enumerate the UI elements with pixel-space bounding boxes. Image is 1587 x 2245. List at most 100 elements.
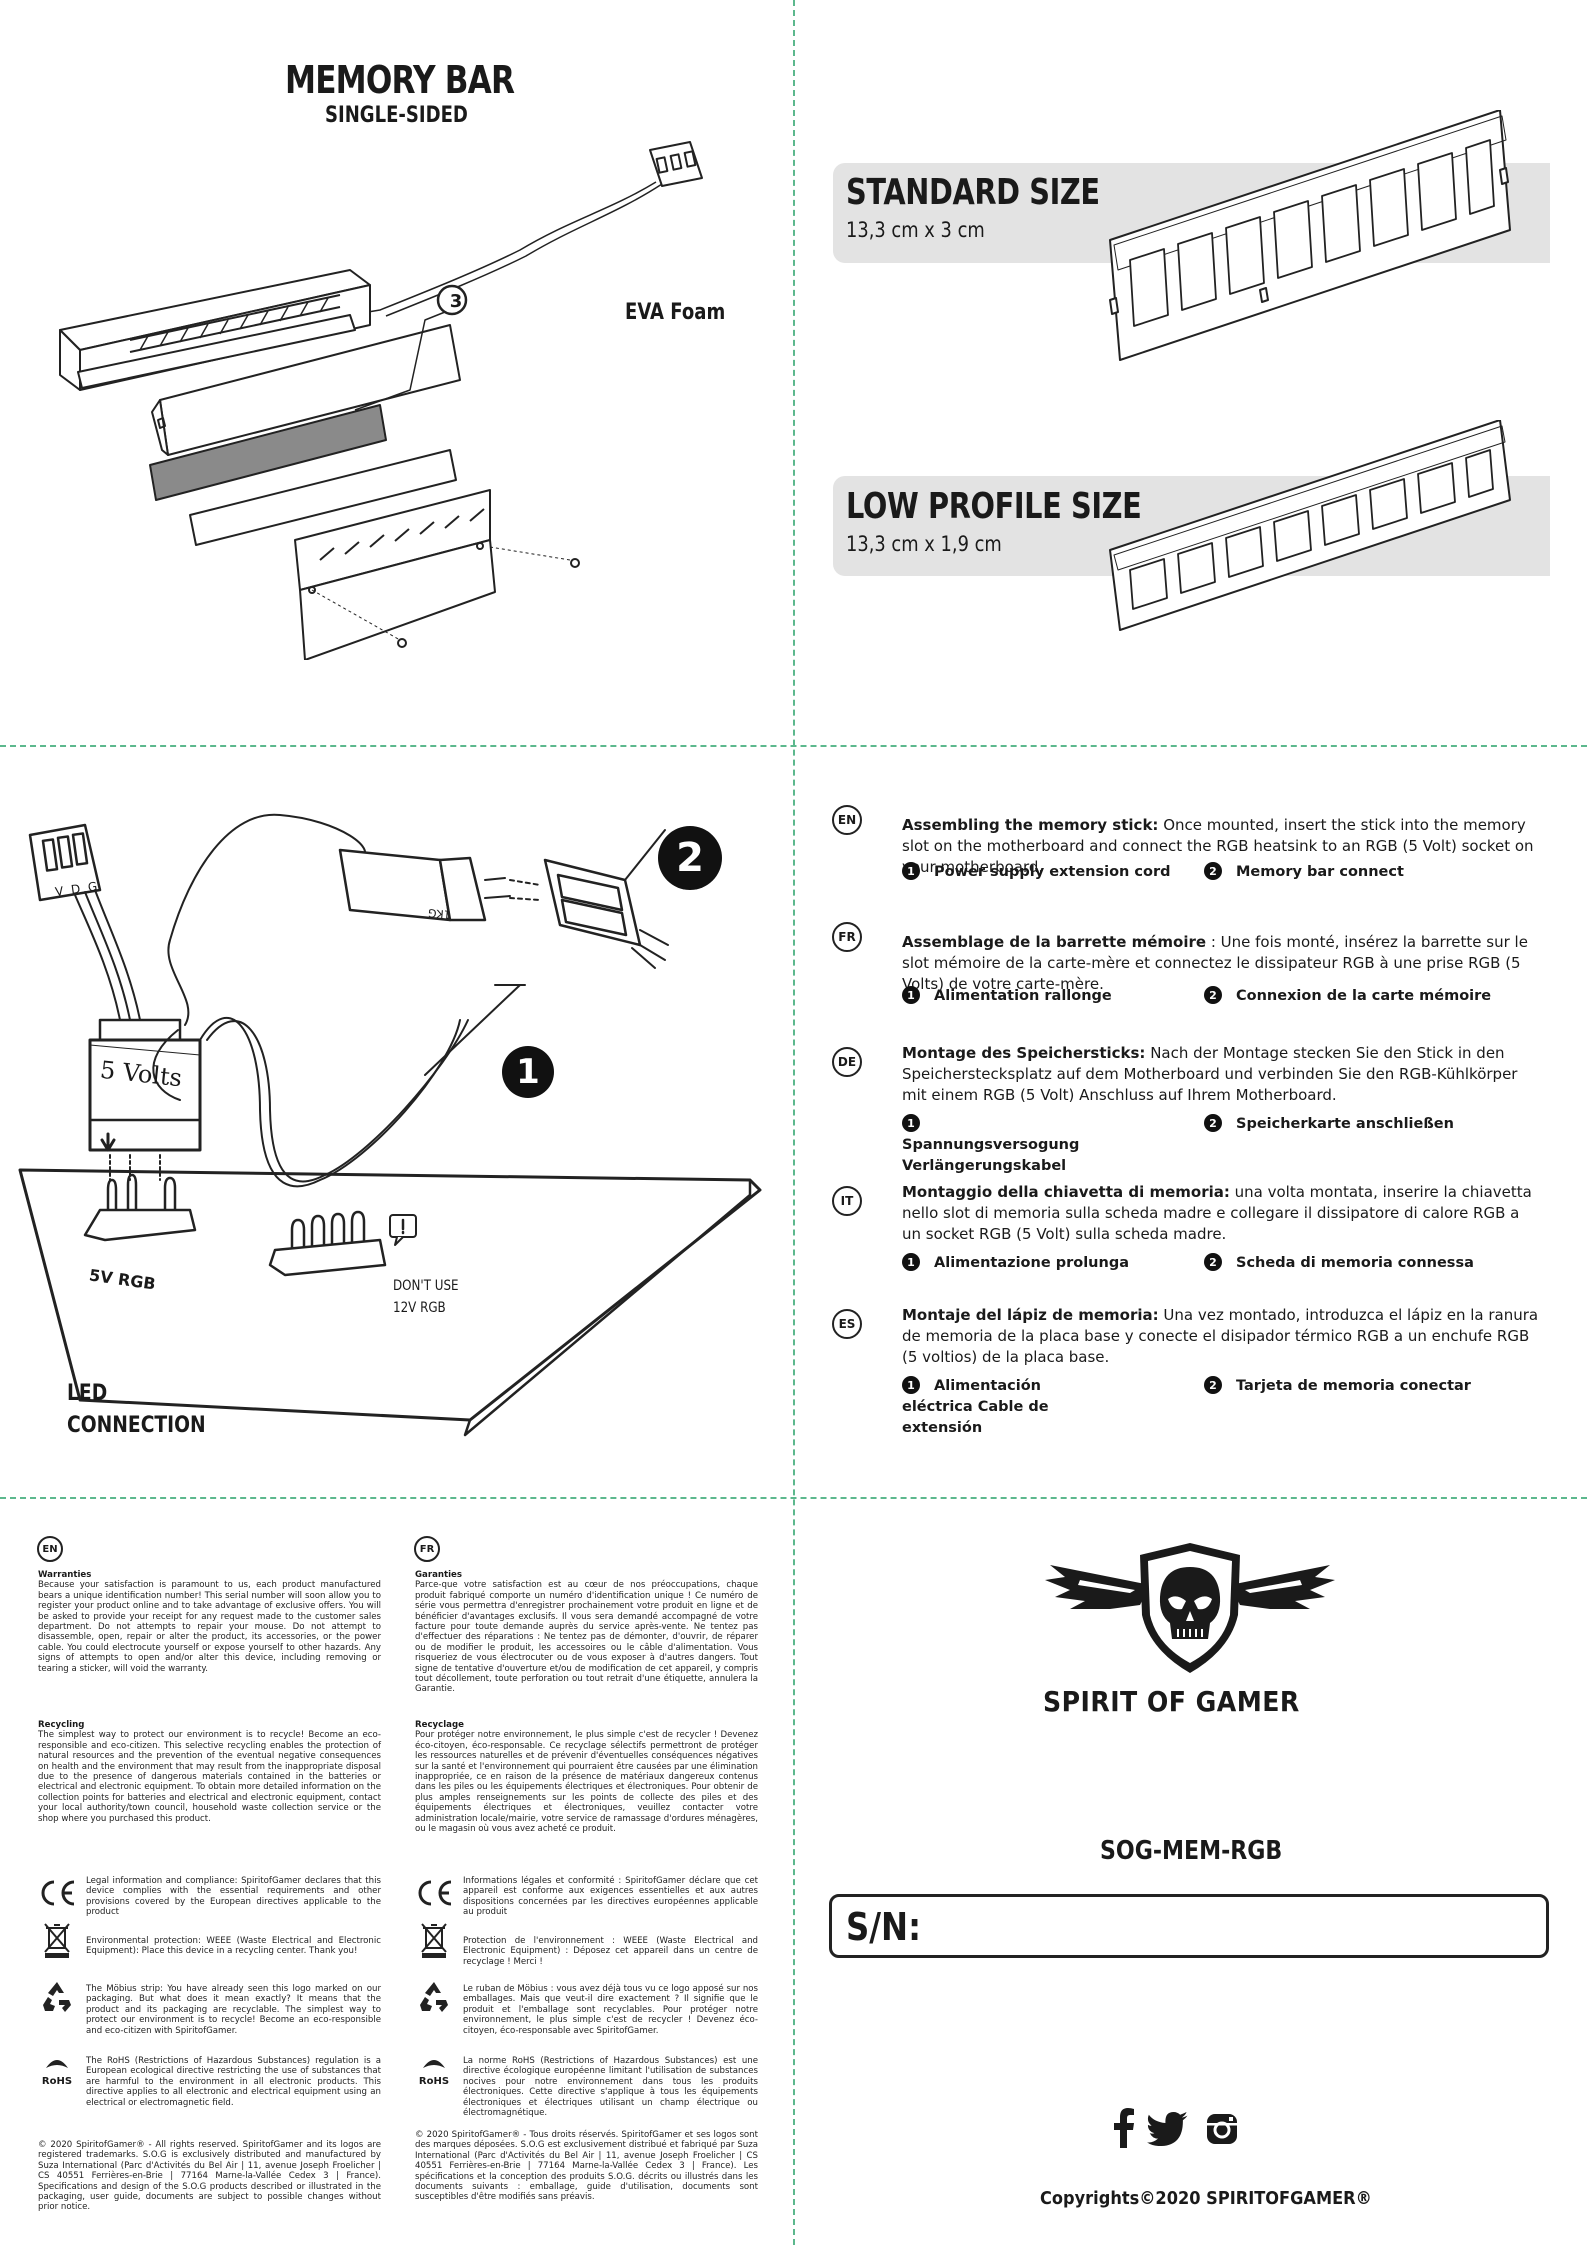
rohs-label: RoHS [41,2076,73,2087]
three-pin-connector [28,823,102,902]
led-label-line1: LED [67,1381,108,1406]
led-connection-diagram [18,813,762,1437]
recycle-icon [420,1982,448,2012]
instruction-body: Nach der Montage stecken Sie den Stick i… [902,1044,1518,1104]
led-connection-label: LED CONNECTION [67,1378,206,1442]
callout-2-badge: 2 [676,835,704,881]
warranties-fr: Garanties Parce-que votre satisfaction e… [415,1570,758,1695]
eva-callout-number: 3 [449,291,463,312]
rgb-light-bar [59,269,371,391]
lang-badge-fr: FR [832,922,862,952]
weee-text-en: Environmental protection: WEEE (Waste El… [86,1936,381,1957]
memory-heatsink [294,489,496,660]
dont-use-label: DON'T USE [393,1278,459,1294]
screw-icon [570,558,580,568]
horizontal-cut-line-1 [0,745,1587,747]
warranties-title: Garanties [415,1570,463,1580]
rohs-label: RoHS [418,2076,450,2087]
12v-rgb-label: 12V RGB [393,1300,446,1316]
eva-foam-label: EVA Foam [625,300,726,325]
lang-badge-es: ES [832,1309,862,1339]
five-volt-adapter [88,1018,202,1152]
instruction-heading: Montage des Speichersticks: [902,1044,1146,1062]
vertical-cut-line [793,0,795,2245]
weee-text-fr: Protection de l'environnement : WEEE (Wa… [463,1936,758,1967]
cable-marking-label: 1KG [427,906,452,921]
recycling-text: The simplest way to protect our environm… [38,1730,381,1824]
standard-ram-stick-illustration [1109,110,1511,361]
recycling-title: Recycling [38,1720,85,1730]
recycling-en: Recycling The simplest way to protect ou… [38,1720,381,1824]
instruction-es-text: Montaje del lápiz de memoria: Una vez mo… [902,1305,1542,1368]
instruction-heading: Montaggio della chiavetta di memoria: [902,1183,1230,1201]
lang-badge-de: DE [832,1047,862,1077]
warranties-text: Parce-que votre satisfaction est au cœur… [415,1580,758,1695]
twitter-icon[interactable] [1147,2112,1191,2146]
lang-badge-fr-legal: FR [414,1536,440,1562]
instagram-icon[interactable] [1205,2112,1239,2146]
instruction-de-text: Montage des Speichersticks: Nach der Mon… [902,1043,1542,1106]
screw-icon [397,638,407,648]
weee-bin-icon [44,1923,70,1958]
standard-size-dimensions: 13,3 cm x 3 cm [846,218,985,242]
rohs-leaf-icon [423,2060,445,2068]
instruction-body: : Une fois monté, insérez la barrette su… [902,933,1528,993]
instruction-heading: Assembling the memory stick: [902,816,1159,834]
copyright-text-fr: © 2020 SpiritofGamer® - Tous droits rése… [415,2130,758,2203]
mobius-text-fr: Le ruban de Möbius : vous avez déjà tous… [463,1984,758,2036]
ce-mark-icon [41,1880,75,1906]
warning-icon [389,1214,417,1246]
lang-badge-en: EN [832,805,862,835]
recycling-fr: Recyclage Pour protéger notre environnem… [415,1720,758,1834]
instruction-en-text: Assembling the memory stick: Once mounte… [902,815,1542,878]
instruction-fr-text: Assemblage de la barrette mémoire : Une … [902,932,1542,995]
instruction-it-text: Montaggio della chiavetta di memoria: un… [902,1182,1542,1245]
extension-plug-male [338,848,511,922]
brand-copyright: Copyrights©2020 SPIRITOFGAMER® [1040,2188,1372,2209]
recycling-title: Recyclage [415,1720,464,1730]
facebook-icon[interactable] [1113,2108,1135,2148]
instruction-heading: Montaje del lápiz de memoria: [902,1306,1159,1324]
memory-bar-exploded-diagram [59,141,703,660]
memory-bar-title: MEMORY BAR [285,58,515,102]
brand-name: SPIRIT OF GAMER [1043,1685,1300,1718]
eva-foam-pad [149,404,387,501]
recycle-icon [43,1982,71,2012]
ce-mark-icon [418,1880,452,1906]
copyright-text-en: © 2020 SpiritofGamer® - All rights reser… [38,2140,381,2213]
weee-bin-icon [421,1923,447,1958]
rgb-connector-plug [649,141,703,187]
instruction-body: una volta montata, inserire la chiavetta… [902,1183,1532,1243]
callout-1-badge: 1 [516,1052,540,1092]
mobius-text-en: The Möbius strip: You have already seen … [86,1984,381,2036]
rohs-text-en: The RoHS (Restrictions of Hazardous Subs… [86,2056,381,2108]
rohs-leaf-icon [46,2060,68,2068]
horizontal-cut-line-2 [0,1497,1587,1499]
5v-rgb-header [83,1173,197,1242]
instruction-heading: Assemblage de la barrette mémoire [902,933,1207,951]
option-1: 1Spannungsversogung Verlängerungskabel [902,1114,1102,1177]
warranties-text: Because your satisfaction is paramount t… [38,1580,381,1674]
memory-bar-subtitle: SINGLE-SIDED [325,103,468,128]
motherboard-board [18,1168,762,1437]
ce-text-en: Legal information and compliance: Spirit… [86,1876,381,1918]
rohs-badge: RoHS [415,2056,453,2087]
lang-badge-en-legal: EN [37,1536,63,1562]
recycling-text: Pour protéger notre environnement, le pl… [415,1730,758,1835]
rohs-badge: RoHS [38,2056,76,2087]
instruction-body: Once mounted, insert the stick into the … [902,816,1534,876]
extension-plug-female [543,858,669,969]
memory-bar-strip [189,449,457,546]
lang-badge-it: IT [832,1186,862,1216]
serial-number-label: S/N: [846,1905,922,1949]
low-profile-size-dimensions: 13,3 cm x 1,9 cm [846,532,1002,556]
12v-rgb-header [268,1210,387,1277]
